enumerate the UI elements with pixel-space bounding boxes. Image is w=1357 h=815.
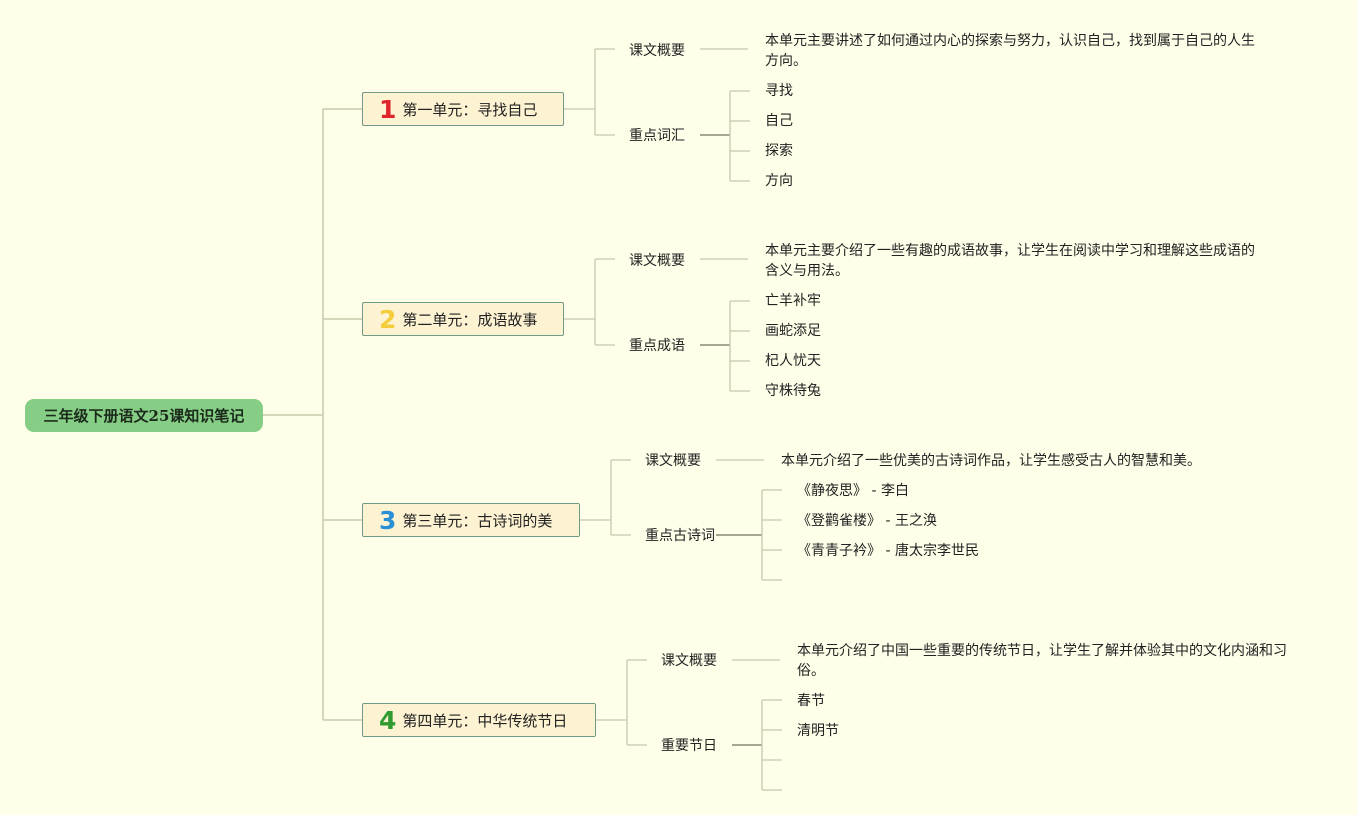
root-label: 三年级下册语文25课知识笔记: [43, 407, 245, 425]
summary-label[interactable]: 课文概要: [629, 253, 685, 269]
list-item: 亡羊补牢: [765, 293, 821, 309]
list-item: 杞人忧天: [765, 353, 821, 369]
unit-title: 第二单元：成语故事: [402, 310, 538, 329]
list-label[interactable]: 重点成语: [629, 338, 685, 354]
summary-label[interactable]: 课文概要: [645, 453, 701, 469]
unit-title: 第一单元：寻找自己: [402, 100, 538, 119]
summary-label[interactable]: 课文概要: [661, 653, 717, 669]
unit-title: 第四单元：中华传统节日: [402, 711, 568, 730]
unit-number-4: 4: [379, 705, 397, 735]
list-item: 《登鹳雀楼》 - 王之涣: [797, 513, 937, 529]
unit-4-node[interactable]: 4 第四单元：中华传统节日: [362, 703, 596, 737]
unit-number-2: 2: [379, 304, 397, 334]
list-item: 《静夜思》 - 李白: [797, 483, 909, 499]
list-label[interactable]: 重点词汇: [629, 128, 685, 144]
summary-text: 本单元介绍了一些优美的古诗词作品，让学生感受古人的智慧和美。: [781, 453, 1201, 469]
root-node[interactable]: 三年级下册语文25课知识笔记: [25, 399, 263, 432]
summary-text: 本单元介绍了中国一些重要的传统节日，让学生了解并体验其中的文化内涵和习俗。: [797, 643, 1287, 679]
unit-2-node[interactable]: 2 第二单元：成语故事: [362, 302, 564, 336]
unit-number-3: 3: [379, 505, 397, 535]
summary-text: 本单元主要介绍了一些有趣的成语故事，让学生在阅读中学习和理解这些成语的含义与用法…: [765, 243, 1255, 279]
list-item: 《青青子衿》 - 唐太宗李世民: [797, 543, 979, 559]
list-item: 寻找: [765, 83, 793, 99]
summary-label[interactable]: 课文概要: [629, 43, 685, 59]
unit-1-node[interactable]: 1 第一单元：寻找自己: [362, 92, 564, 126]
list-item: 春节: [797, 693, 825, 709]
list-item: 自己: [765, 113, 793, 129]
list-item: 探索: [765, 143, 793, 159]
list-item: 清明节: [797, 723, 839, 739]
list-item: 画蛇添足: [765, 323, 821, 339]
unit-3-node[interactable]: 3 第三单元：古诗词的美: [362, 503, 580, 537]
list-label[interactable]: 重要节日: [661, 738, 717, 754]
list-item: 守株待兔: [765, 383, 821, 399]
unit-number-1: 1: [379, 94, 397, 124]
unit-title: 第三单元：古诗词的美: [402, 511, 553, 530]
list-item: 方向: [765, 173, 793, 189]
summary-text: 本单元主要讲述了如何通过内心的探索与努力，认识自己，找到属于自己的人生方向。: [765, 33, 1255, 69]
list-label[interactable]: 重点古诗词: [645, 528, 715, 544]
